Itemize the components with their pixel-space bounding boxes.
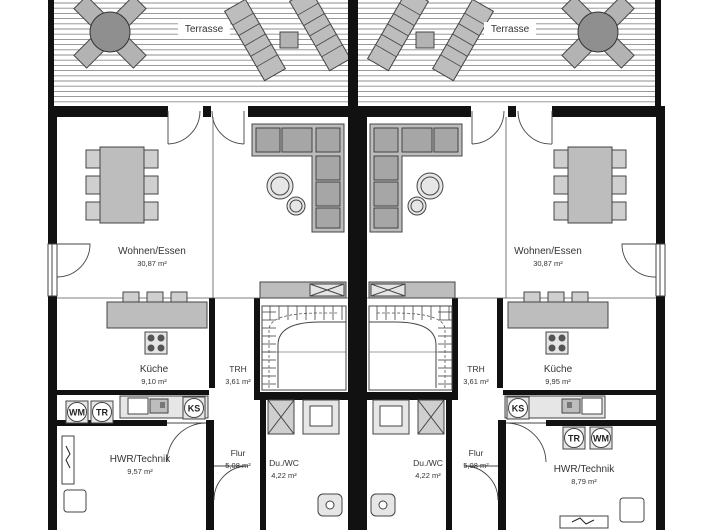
room-utility-left-area: 9,57 m² — [127, 467, 153, 476]
washer-right-label: WM — [593, 434, 609, 444]
terrace-label-right: Terrasse — [491, 24, 530, 35]
fridge-left: KS — [182, 396, 206, 420]
stair-tread — [377, 312, 446, 388]
kitchen-counter-right — [504, 395, 606, 419]
room-living-right-area: 30,87 m² — [533, 259, 563, 268]
side-windows — [47, 243, 666, 297]
coffee-tables-right — [407, 172, 444, 216]
walls — [48, 0, 665, 530]
room-living-left-area: 30,87 m² — [137, 259, 167, 268]
room-hall-left-area: 5,08 m² — [225, 461, 251, 470]
room-kitchen-right-area: 9,95 m² — [545, 377, 571, 386]
doors — [56, 110, 657, 501]
sideboard-right — [368, 281, 456, 299]
sun-lounger-left-2 — [288, 0, 352, 72]
room-stairhall-left-area: 3,61 m² — [225, 377, 251, 386]
washer-left-label: WM — [69, 408, 85, 418]
bath-fixtures-left — [267, 399, 343, 517]
stair-tread — [277, 321, 346, 388]
side-table-right — [415, 31, 435, 49]
room-bath-left-name: Du./WC — [269, 458, 299, 468]
dryer-left-label: TR — [96, 408, 108, 418]
sun-lounger-left-1 — [223, 0, 287, 82]
room-hall-left-name: Flur — [231, 448, 246, 458]
room-hall-right-name: Flur — [469, 448, 484, 458]
sun-lounger-right-1 — [366, 0, 430, 72]
sofa-left — [251, 123, 345, 233]
room-stairhall-right-area: 3,61 m² — [463, 377, 489, 386]
stair-tread — [368, 305, 453, 391]
fridge-left-label: KS — [188, 404, 201, 414]
terrace-table-left — [73, 0, 147, 69]
terrace-label-left: Terrasse — [185, 24, 224, 35]
room-utility-right-name: HWR/Technik — [554, 464, 616, 475]
dryer-left: TR — [90, 400, 114, 424]
bath-fixtures-right — [370, 399, 445, 517]
room-utility-right-area: 8,79 m² — [571, 477, 597, 486]
room-kitchen-right-name: Küche — [544, 364, 573, 375]
fridge-right-label: KS — [512, 404, 525, 414]
terrace-label-bg-left — [178, 22, 230, 35]
room-living-left-name: Wohnen/Essen — [118, 246, 186, 257]
room-hall-right-area: 5,08 m² — [463, 461, 489, 470]
room-utility-left-name: HWR/Technik — [110, 454, 172, 465]
dryer-right: TR — [562, 426, 586, 450]
room-stairhall-right-name: TRH — [467, 364, 484, 374]
room-bath-left-area: 4,22 m² — [271, 471, 297, 480]
sideboard-left — [259, 281, 347, 299]
dining-table-left — [85, 146, 159, 224]
terrace-table-right — [561, 0, 635, 69]
side-table-left — [279, 31, 299, 49]
technik-equipment-right — [559, 497, 645, 529]
terrace-label-bg-right — [484, 22, 536, 35]
stair-tread — [369, 321, 437, 388]
technik-equipment-left — [61, 435, 87, 513]
dining-table-right — [553, 146, 627, 224]
fridge-right: KS — [506, 396, 530, 420]
washer-right: WM — [589, 426, 613, 450]
room-kitchen-left-area: 9,10 m² — [141, 377, 167, 386]
washer-left: WM — [65, 400, 89, 424]
room-bath-right-name: Du./WC — [413, 458, 443, 468]
stair-tread — [268, 312, 338, 388]
kitchen-island-right — [507, 291, 609, 355]
room-stairhall-left-name: TRH — [229, 364, 246, 374]
coffee-tables-left — [266, 172, 306, 216]
room-bath-right-area: 4,22 m² — [415, 471, 441, 480]
room-living-right-name: Wohnen/Essen — [514, 246, 582, 257]
room-kitchen-left-name: Küche — [140, 364, 169, 375]
sun-lounger-right-2 — [431, 0, 495, 82]
staircases — [261, 305, 453, 391]
sofa-right — [369, 123, 463, 233]
dryer-right-label: TR — [568, 434, 580, 444]
kitchen-island-left — [106, 291, 208, 355]
